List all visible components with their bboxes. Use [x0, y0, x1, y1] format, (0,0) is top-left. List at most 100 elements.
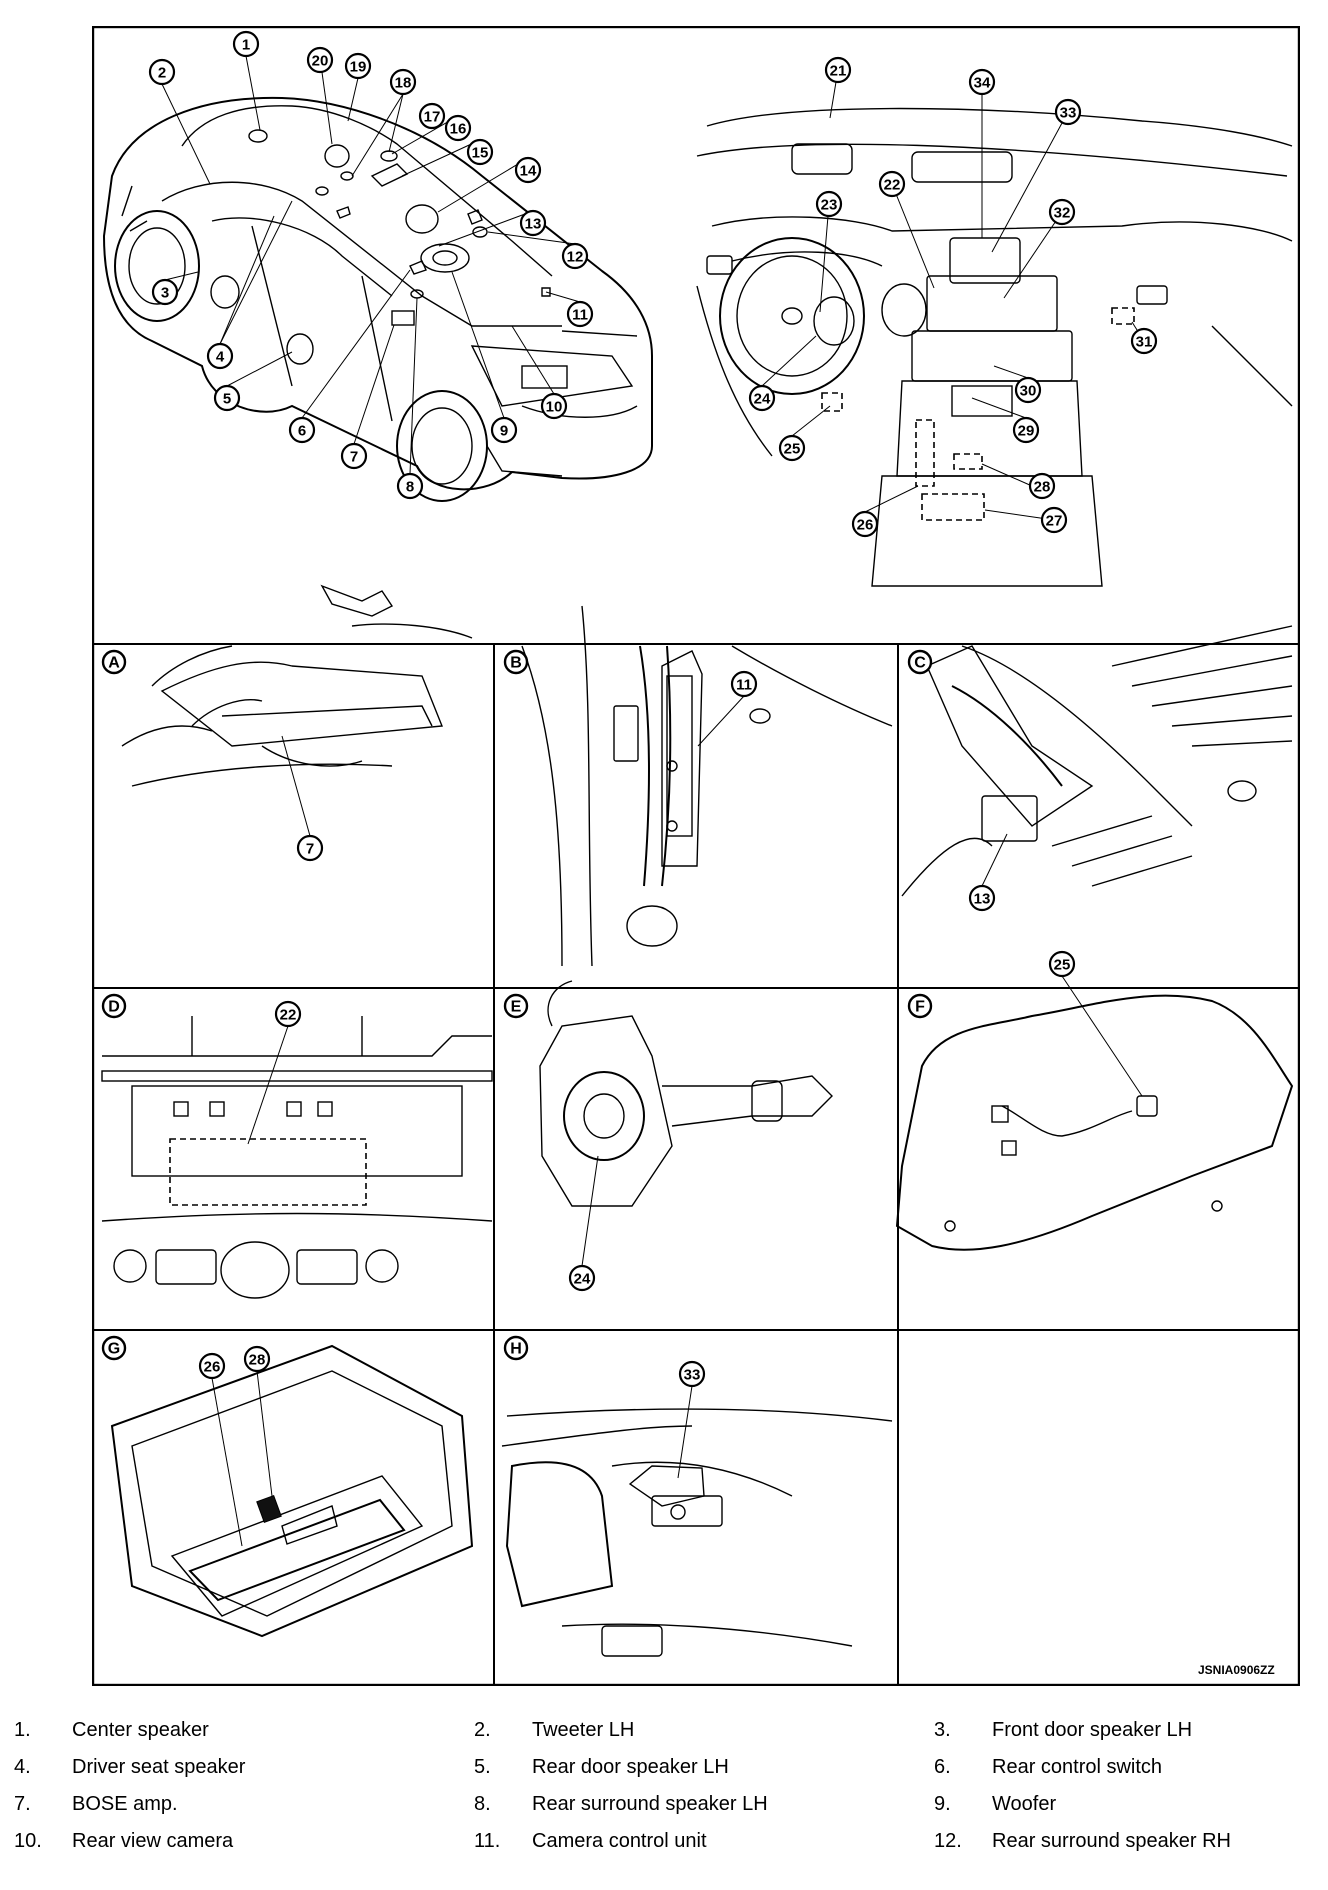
- panel-letter-F: F: [907, 993, 933, 1019]
- callout-13: 13: [519, 209, 547, 237]
- car-body-illustration: [102, 96, 653, 502]
- panel-D-illustration: [101, 1016, 493, 1299]
- callout-30: 30: [1014, 376, 1042, 404]
- callout-27: 27: [1040, 506, 1068, 534]
- callout-14: 14: [514, 156, 542, 184]
- legend-name: Rear door speaker LH: [532, 1756, 729, 1778]
- dashed-26: [915, 419, 935, 487]
- legend-item: 5.Rear door speaker LH: [474, 1756, 934, 1779]
- panel-letter-text: E: [511, 999, 522, 1016]
- legend-name: Tweeter LH: [532, 1719, 635, 1741]
- callout-23: 23: [815, 190, 843, 218]
- callout-22: 22: [878, 170, 906, 198]
- callout-number: 32: [1054, 205, 1071, 222]
- callout-number: 19: [350, 59, 367, 76]
- legend-name: Front door speaker LH: [992, 1719, 1193, 1741]
- callout-26: 26: [198, 1352, 226, 1380]
- legend-item: 7.BOSE amp.: [14, 1793, 474, 1816]
- callout-number: 13: [525, 216, 542, 233]
- panel-letter-D: D: [101, 993, 127, 1019]
- speaker-20-mark: [324, 144, 350, 168]
- callout-number: 5: [223, 391, 231, 408]
- callout-number: 10: [546, 399, 563, 416]
- callout-9: 9: [490, 416, 518, 444]
- callout-number: 11: [572, 307, 588, 324]
- dashed-27: [921, 493, 985, 521]
- component-28-mark: [256, 1494, 282, 1524]
- panel-C-callouts: 13: [968, 884, 996, 912]
- legend-number: 10.: [14, 1830, 42, 1852]
- panel-A-callouts: 7: [296, 834, 324, 862]
- panel-G-callouts: 26 28: [198, 1345, 271, 1380]
- callout-number: 11: [736, 677, 752, 694]
- legend-row: 4. Driver seat speaker 5.Rear door speaker…: [14, 1749, 1314, 1786]
- panel-letter-text: G: [108, 1341, 120, 1358]
- legend-name: Rear surround speaker RH: [992, 1830, 1231, 1852]
- callout-number: 29: [1018, 423, 1035, 440]
- callout-32: 32: [1048, 198, 1076, 226]
- callout-12: 12: [561, 242, 589, 270]
- callout-2: 2: [148, 58, 176, 86]
- legend-number: 6.: [934, 1756, 951, 1778]
- panel-letter-E: E: [503, 993, 529, 1019]
- panel-letter-C: C: [907, 649, 933, 675]
- panel-letter-text: B: [510, 655, 522, 672]
- legend-number: 9.: [934, 1793, 951, 1815]
- legend-number: 11.: [474, 1830, 501, 1852]
- panel-letter-A: A: [101, 649, 127, 675]
- legend-name: Rear control switch: [992, 1756, 1163, 1778]
- callout-number: 8: [406, 479, 414, 496]
- callout-number: 7: [306, 841, 314, 858]
- callout-29: 29: [1012, 416, 1040, 444]
- panel-G-illustration: [110, 1344, 474, 1638]
- legend-number: 2.: [474, 1719, 491, 1741]
- panel-B-callouts: 11: [730, 670, 758, 698]
- callout-24: 24: [748, 384, 776, 412]
- callout-number: 12: [567, 249, 584, 266]
- callout-7: 7: [296, 834, 324, 862]
- callout-number: 28: [249, 1352, 266, 1369]
- callout-number: 34: [974, 75, 991, 92]
- legend-item: 11.Camera control unit: [474, 1830, 934, 1853]
- panel-letter-G: G: [101, 1335, 127, 1361]
- panel-letter-text: D: [108, 999, 120, 1016]
- legend-number: 4.: [14, 1756, 31, 1778]
- callout-25: 25: [778, 434, 806, 462]
- callout-number: 33: [684, 1367, 701, 1384]
- callout-number: 18: [395, 75, 412, 92]
- callout-18: 18: [389, 68, 417, 96]
- callout-number: 22: [884, 177, 901, 194]
- callout-number: 33: [1060, 105, 1077, 122]
- figure-code: JSNIA0906ZZ: [1198, 1663, 1275, 1677]
- panel-C-illustration: [901, 625, 1293, 897]
- callout-31: 31: [1130, 327, 1158, 355]
- callout-24: 24: [568, 1264, 596, 1292]
- callout-number: 31: [1136, 334, 1153, 351]
- callout-22: 22: [274, 1000, 302, 1028]
- callout-6: 6: [288, 416, 316, 444]
- callout-number: 1: [242, 37, 250, 54]
- dashed-22: [169, 1138, 367, 1206]
- legend-name: Driver seat speaker: [72, 1756, 246, 1778]
- callout-19: 19: [344, 52, 372, 80]
- callout-number: 17: [424, 109, 441, 126]
- legend-number: 12.: [934, 1830, 962, 1852]
- panel-letter-text: F: [915, 999, 925, 1016]
- callout-number: 9: [500, 423, 508, 440]
- legend-item: 2. Tweeter LH: [474, 1719, 934, 1742]
- callout-15: 15: [466, 138, 494, 166]
- callout-number: 14: [520, 163, 537, 180]
- callout-number: 13: [974, 891, 991, 908]
- callout-number: 30: [1020, 383, 1037, 400]
- callout-4: 4: [206, 342, 234, 370]
- legend-name: Center speaker: [72, 1719, 209, 1741]
- panel-A-illustration: [121, 584, 473, 837]
- callout-number: 16: [450, 121, 467, 138]
- legend-item: 8.Rear surround speaker LH: [474, 1793, 934, 1816]
